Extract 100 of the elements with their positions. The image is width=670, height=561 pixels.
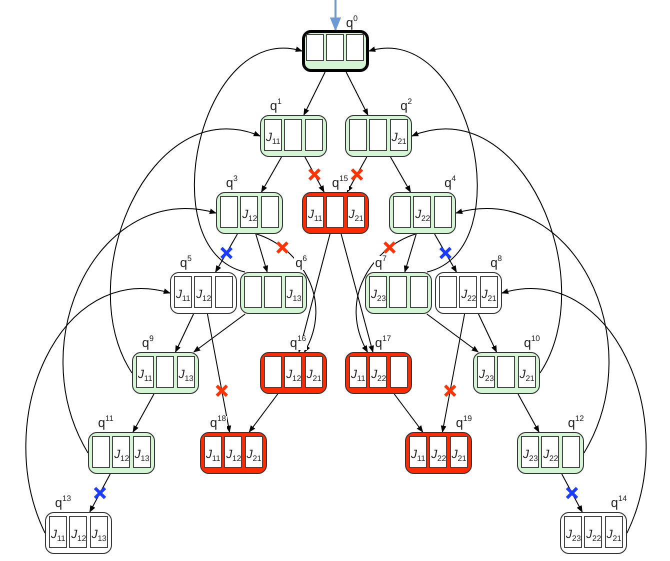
- arrow: [501, 288, 647, 534]
- state-label: q$^{6}$: [294, 256, 308, 270]
- arrow: [478, 314, 498, 353]
- slot-box: [260, 196, 279, 228]
- slot-box: [541, 436, 560, 468]
- cross-mark: [350, 168, 364, 182]
- slot-label: J$_{13}$: [134, 448, 150, 460]
- slot-label: J$_{21}$: [482, 288, 496, 300]
- arrow: [261, 156, 282, 193]
- slot-label: J$_{11}$: [411, 448, 426, 460]
- slot-box: [439, 276, 457, 308]
- slot-label: J$_{13}$: [92, 528, 106, 540]
- arrow: [346, 72, 368, 116]
- state-label: q$^{9}$: [141, 336, 155, 350]
- slot-box: [220, 196, 238, 228]
- slot-label: J$_{11}$: [351, 368, 366, 380]
- slot-box: [604, 516, 623, 548]
- arrow: [440, 314, 466, 433]
- slot-box: [214, 276, 233, 308]
- state-label: q$^{16}$: [289, 336, 308, 350]
- slot-label: J$_{13}$: [178, 368, 194, 380]
- arrow: [390, 156, 411, 193]
- slot-box: [369, 119, 388, 151]
- slot-box: [136, 356, 154, 388]
- state-label: q$^{10}$: [522, 336, 541, 350]
- arrow: [298, 234, 330, 353]
- slot-label: J$_{23}$: [479, 368, 494, 380]
- arrow: [356, 234, 416, 353]
- slot-box: [326, 196, 344, 228]
- state-label: q$^{4}$: [443, 176, 457, 190]
- state-label: q$^{3}$: [225, 176, 239, 190]
- slot-box: [429, 436, 448, 468]
- state-label: q$^{11}$: [97, 416, 115, 430]
- slot-label: J$_{21}$: [520, 368, 534, 380]
- arrow: [303, 72, 326, 116]
- cross-mark: [215, 384, 228, 398]
- arrow: [455, 208, 610, 454]
- slot-box: [564, 516, 582, 548]
- arrow: [193, 314, 246, 352]
- arrow: [255, 234, 268, 273]
- state-label: q$^{19}$: [454, 416, 473, 430]
- slot-box: [264, 276, 282, 308]
- state-label: q$^{13}$: [54, 496, 72, 510]
- slot-box: [518, 356, 536, 388]
- slot-box: [562, 436, 580, 468]
- slot-box: [174, 276, 192, 308]
- slot-box: [434, 196, 452, 228]
- arrow: [340, 234, 374, 353]
- slot-label: J$_{22}$: [543, 448, 558, 460]
- arrow: [330, 0, 342, 32]
- slot-box: [369, 276, 387, 308]
- slot-label: J$_{11}$: [266, 131, 280, 143]
- arrow: [25, 288, 171, 534]
- slot-label: J$_{22}$: [431, 448, 446, 460]
- slot-box: [112, 436, 130, 468]
- state-label: q$^{0}$: [345, 16, 359, 30]
- slot-box: [240, 196, 258, 228]
- slot-label: J$_{22}$: [586, 528, 602, 540]
- slot-box: [450, 436, 468, 468]
- slot-label: J$_{12}$: [242, 208, 258, 220]
- slot-label: J$_{12}$: [114, 448, 130, 460]
- slot-box: [459, 276, 478, 308]
- state-label: q$^{5}$: [179, 256, 193, 270]
- slot-box: [389, 276, 408, 308]
- arrow: [256, 234, 316, 353]
- cross-mark: [438, 246, 452, 260]
- state-label: q$^{12}$: [566, 416, 585, 430]
- slot-box: [346, 196, 365, 228]
- slot-label: J$_{21}$: [392, 131, 406, 143]
- arrow: [206, 314, 232, 433]
- slot-box: [410, 276, 428, 308]
- slot-label: J$_{22}$: [371, 368, 386, 380]
- slot-box: [284, 356, 302, 388]
- slot-box: [369, 356, 388, 388]
- arrow: [62, 208, 217, 454]
- state-label: q$^{7}$: [374, 256, 388, 270]
- arrow: [518, 394, 540, 433]
- slot-box: [224, 436, 242, 468]
- slot-label: J$_{13}$: [286, 288, 302, 300]
- slot-label: J$_{12}$: [196, 288, 212, 300]
- slot-label: J$_{23}$: [566, 528, 581, 540]
- arrow: [194, 48, 303, 272]
- arrow: [368, 48, 478, 272]
- slot-label: J$_{11}$: [176, 288, 190, 300]
- slot-label: J$_{12}$: [286, 368, 302, 380]
- slot-box: [477, 356, 495, 388]
- slot-label: J$_{11}$: [206, 448, 220, 460]
- slot-box: [326, 34, 344, 61]
- state-label: q$^{1}$: [269, 99, 283, 113]
- slot-box: [156, 356, 174, 388]
- slot-box: [390, 119, 408, 151]
- slot-box: [304, 119, 323, 151]
- state-label: q$^{17}$: [374, 336, 392, 350]
- state-label: q$^{14}$: [610, 496, 628, 510]
- slot-box: [204, 436, 222, 468]
- arrow: [174, 314, 194, 353]
- slot-box: [584, 516, 602, 548]
- slot-box: [409, 436, 427, 468]
- slot-box: [480, 276, 498, 308]
- slot-box: [132, 436, 151, 468]
